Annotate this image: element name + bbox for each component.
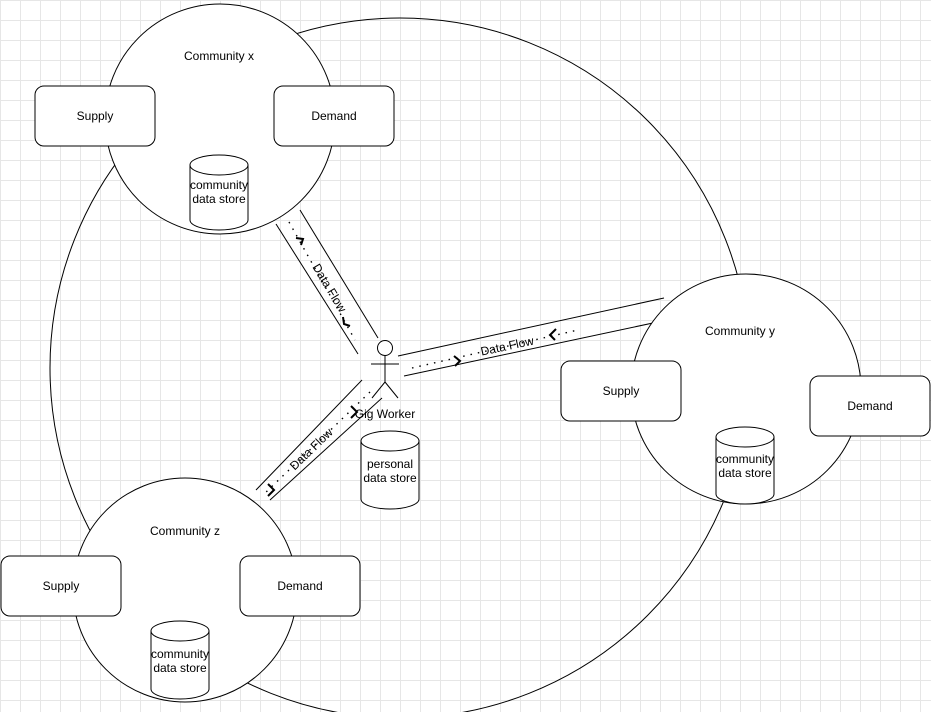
flow-arrow-right-icon xyxy=(453,355,462,367)
data-flow-x-label: Data Flow xyxy=(310,261,350,315)
community-z-demand-box[interactable]: Demand xyxy=(239,555,361,617)
community-y-data-store-cylinder-icon: community data store xyxy=(715,426,775,505)
community-x: Community x Supply Demand community data… xyxy=(34,3,395,235)
community-y-supply-label: Supply xyxy=(603,384,640,398)
community-z-store-label-2: data store xyxy=(153,661,207,675)
gig-worker-actor[interactable]: Gig Worker xyxy=(355,340,415,422)
community-y-demand-label: Demand xyxy=(847,399,892,413)
personal-data-store-cylinder-icon: personal data store xyxy=(360,430,420,510)
personal-store-label-1: personal xyxy=(367,457,413,471)
community-y: Community y Supply Demand community data… xyxy=(560,273,931,505)
community-z-store-label-1: community xyxy=(151,647,209,661)
flow-arrow-left-icon xyxy=(548,328,557,341)
community-x-demand-box[interactable]: Demand xyxy=(273,85,395,147)
community-x-store-label-2: data store xyxy=(192,192,246,206)
community-z-title: Community z xyxy=(150,524,220,538)
community-y-store-label-2: data store xyxy=(718,466,772,480)
community-z-supply-box[interactable]: Supply xyxy=(0,555,122,617)
data-flow-y-label: Data Flow xyxy=(479,334,535,359)
community-y-title: Community y xyxy=(705,324,775,338)
flow-arrow-down-icon xyxy=(295,237,305,246)
data-flow-x: Data Flow xyxy=(275,209,379,355)
gig-worker-label: Gig Worker xyxy=(355,407,415,421)
community-x-title: Community x xyxy=(184,49,254,63)
community-z: Community z Supply Demand community data… xyxy=(0,477,361,703)
community-x-supply-box[interactable]: Supply xyxy=(34,85,156,147)
community-z-demand-label: Demand xyxy=(277,579,322,593)
community-y-demand-box[interactable]: Demand xyxy=(809,375,931,437)
personal-store-label-2: data store xyxy=(363,471,417,485)
stick-figure-icon xyxy=(371,340,399,399)
community-y-supply-box[interactable]: Supply xyxy=(560,360,682,422)
flow-arrow-left-down-icon xyxy=(267,483,276,497)
community-x-supply-label: Supply xyxy=(77,109,114,123)
community-x-demand-label: Demand xyxy=(311,109,356,123)
flow-arrow-right-up-icon xyxy=(350,405,359,419)
community-y-store-label-1: community xyxy=(716,452,774,466)
community-z-data-store-cylinder-icon: community data store xyxy=(150,620,210,700)
community-x-data-store-cylinder-icon: community data store xyxy=(189,154,249,231)
community-x-store-label-1: community xyxy=(190,178,248,192)
flow-arrow-up-icon xyxy=(342,316,351,327)
community-z-supply-label: Supply xyxy=(43,579,80,593)
